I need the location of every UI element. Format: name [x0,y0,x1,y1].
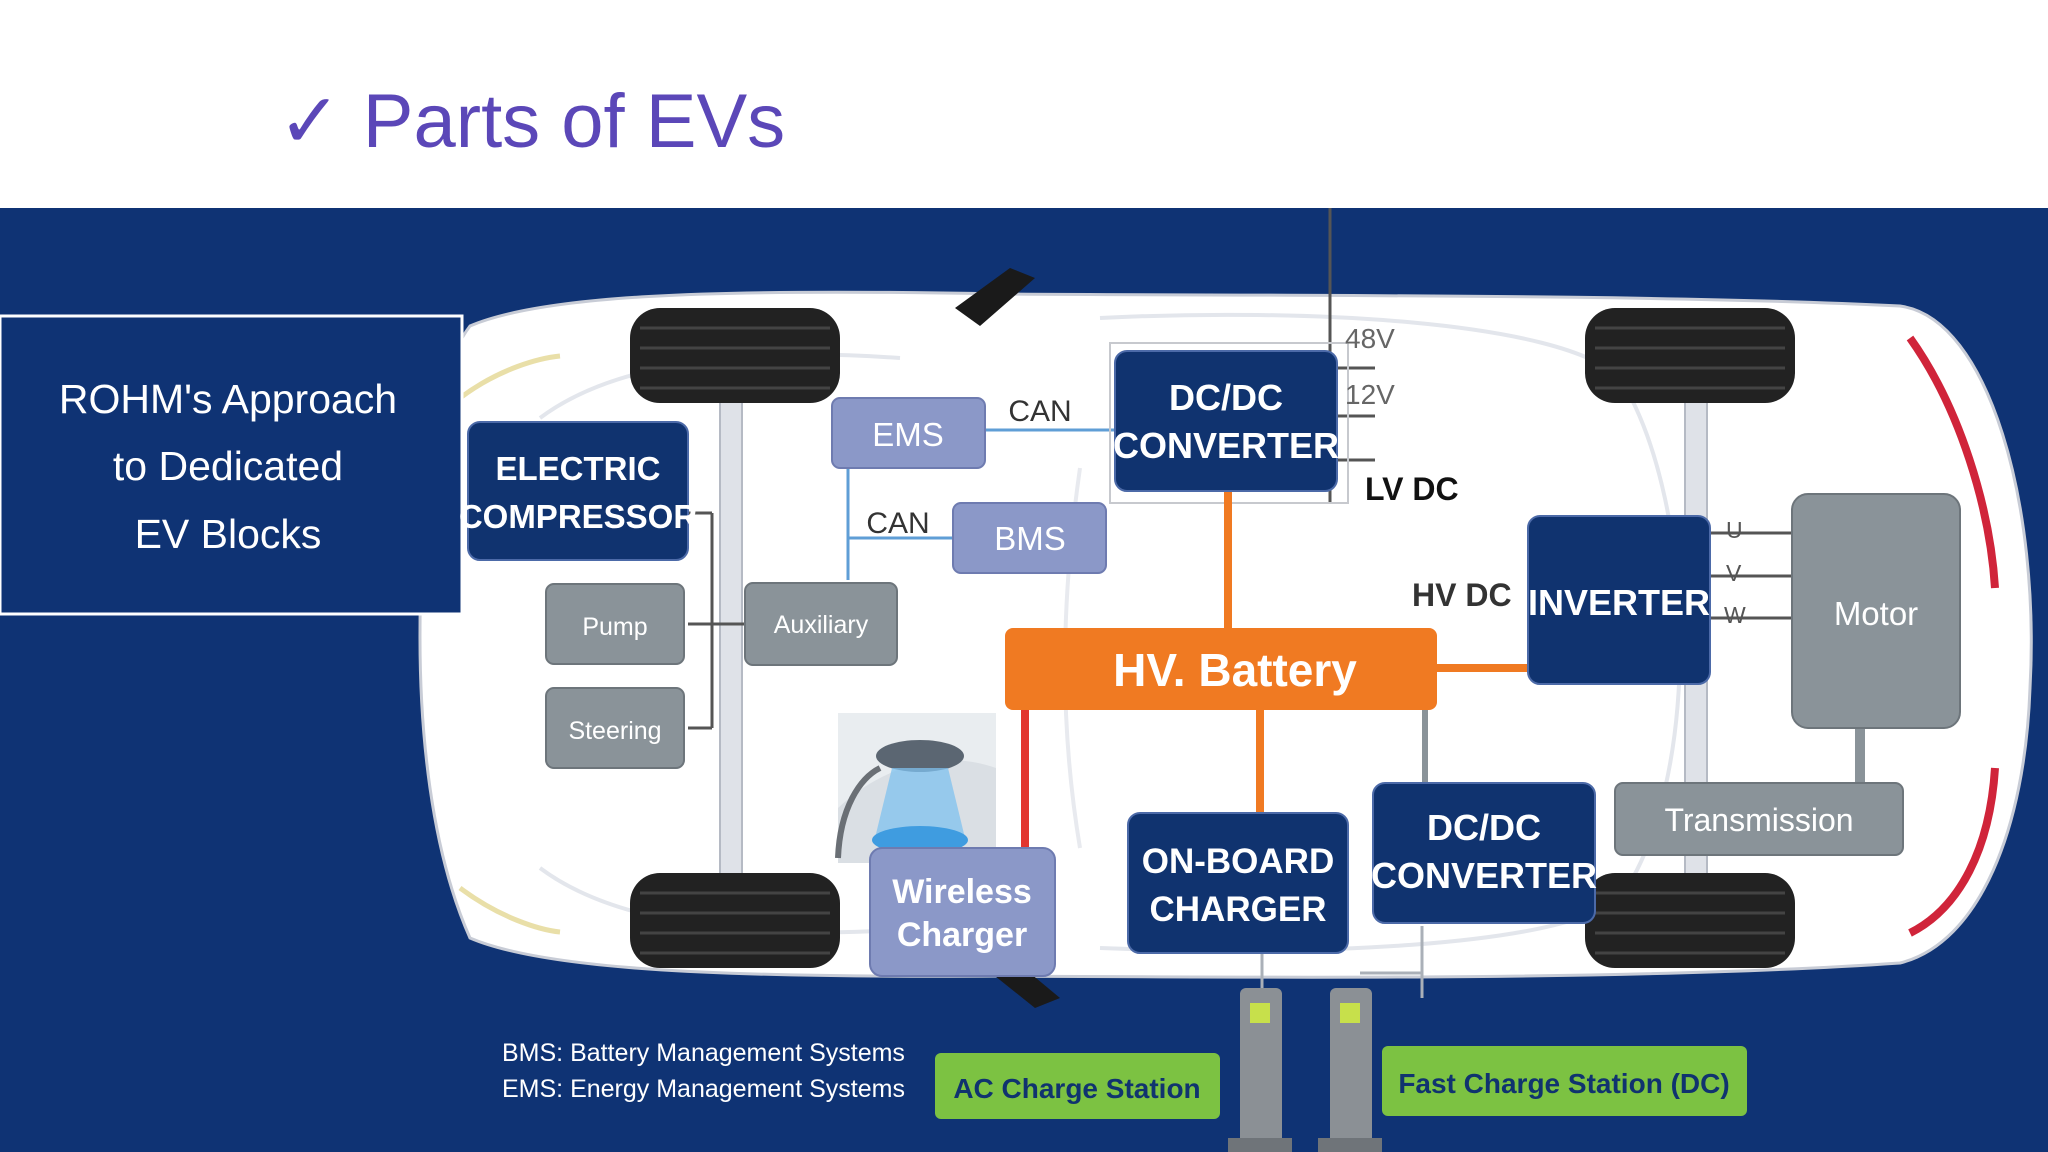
wireless-charger-block: Wireless Charger [869,847,1056,977]
dc-dc-converter-top-block: DC/DC CONVERTER [1113,350,1339,492]
phase-v-label: V [1726,560,1742,586]
12v-label: 12V [1345,379,1395,410]
ev-diagram: ROHM's Approach to Dedicated EV Blocks E… [0,208,2048,1152]
inverter-block: INVERTER [1527,515,1711,685]
approach-line-2: to Dedicated [113,443,343,489]
footnote-bms: BMS: Battery Management Systems [502,1039,905,1067]
charging-post-dc-icon [1318,988,1382,1152]
phase-u-label: U [1726,517,1743,543]
approach-line-1: ROHM's Approach [59,376,397,422]
bms-label: BMS [994,520,1066,557]
dc-dc-bottom-line-2: CONVERTER [1371,855,1597,896]
pump-label: Pump [582,613,647,641]
on-board-charger-line-1: ON-BOARD [1142,842,1334,881]
pump-block: Pump [545,583,685,665]
approach-line-3: EV Blocks [135,511,322,557]
ems-label: EMS [872,416,944,453]
ems-block: EMS [831,397,986,469]
connections [688,208,1865,998]
side-mirror-top [955,268,1035,326]
on-board-charger-block: ON-BOARD CHARGER [1127,812,1349,954]
slide-title: ✓ Parts of EVs [278,79,786,164]
dc-dc-bottom-line-1: DC/DC [1427,807,1541,848]
fast-charge-station-badge: Fast Charge Station (DC) [1382,1046,1747,1116]
ac-charge-station-badge: AC Charge Station [935,1053,1220,1119]
dc-dc-converter-bottom-block: DC/DC CONVERTER [1371,782,1597,924]
electric-compressor-line-2: COMPRESSOR [459,498,698,535]
approach-box: ROHM's Approach to Dedicated EV Blocks [0,314,464,616]
transmission-block: Transmission [1614,782,1904,856]
auxiliary-label: Auxiliary [774,611,869,639]
hv-battery-label: HV. Battery [1113,644,1357,696]
electric-compressor-line-1: ELECTRIC [496,450,661,487]
48v-label: 48V [1345,323,1395,354]
dc-dc-top-line-2: CONVERTER [1113,425,1339,466]
charging-post-ac-icon [1228,988,1292,1152]
wheels [630,308,1795,968]
dc-dc-top-line-1: DC/DC [1169,377,1283,418]
motor-label: Motor [1834,595,1918,632]
hv-dc-label: HV DC [1412,577,1512,613]
fast-charge-station-label: Fast Charge Station (DC) [1398,1068,1729,1099]
bms-block: BMS [952,502,1107,574]
on-board-charger-line-2: CHARGER [1150,890,1327,929]
electric-compressor-block: ELECTRIC COMPRESSOR [459,421,698,561]
footnote-ems: EMS: Energy Management Systems [502,1075,905,1103]
phase-w-label: W [1724,602,1746,628]
ev-diagram-svg: ROHM's Approach to Dedicated EV Blocks E… [0,208,2033,1152]
steering-label: Steering [568,717,661,745]
wireless-charger-line-2: Charger [897,916,1027,954]
auxiliary-block: Auxiliary [744,582,898,666]
can-label-bottom: CAN [866,507,929,540]
inverter-label: INVERTER [1528,582,1710,623]
wireless-charging-photo [835,713,996,863]
can-label-top: CAN [1008,395,1071,428]
steering-block: Steering [545,687,685,769]
wireless-charger-line-1: Wireless [892,873,1032,911]
hv-battery-block: HV. Battery [1005,628,1437,710]
transmission-label: Transmission [1664,802,1853,838]
lv-dc-label: LV DC [1365,471,1459,507]
motor-block: Motor [1791,493,1961,729]
ac-charge-station-label: AC Charge Station [953,1073,1200,1104]
